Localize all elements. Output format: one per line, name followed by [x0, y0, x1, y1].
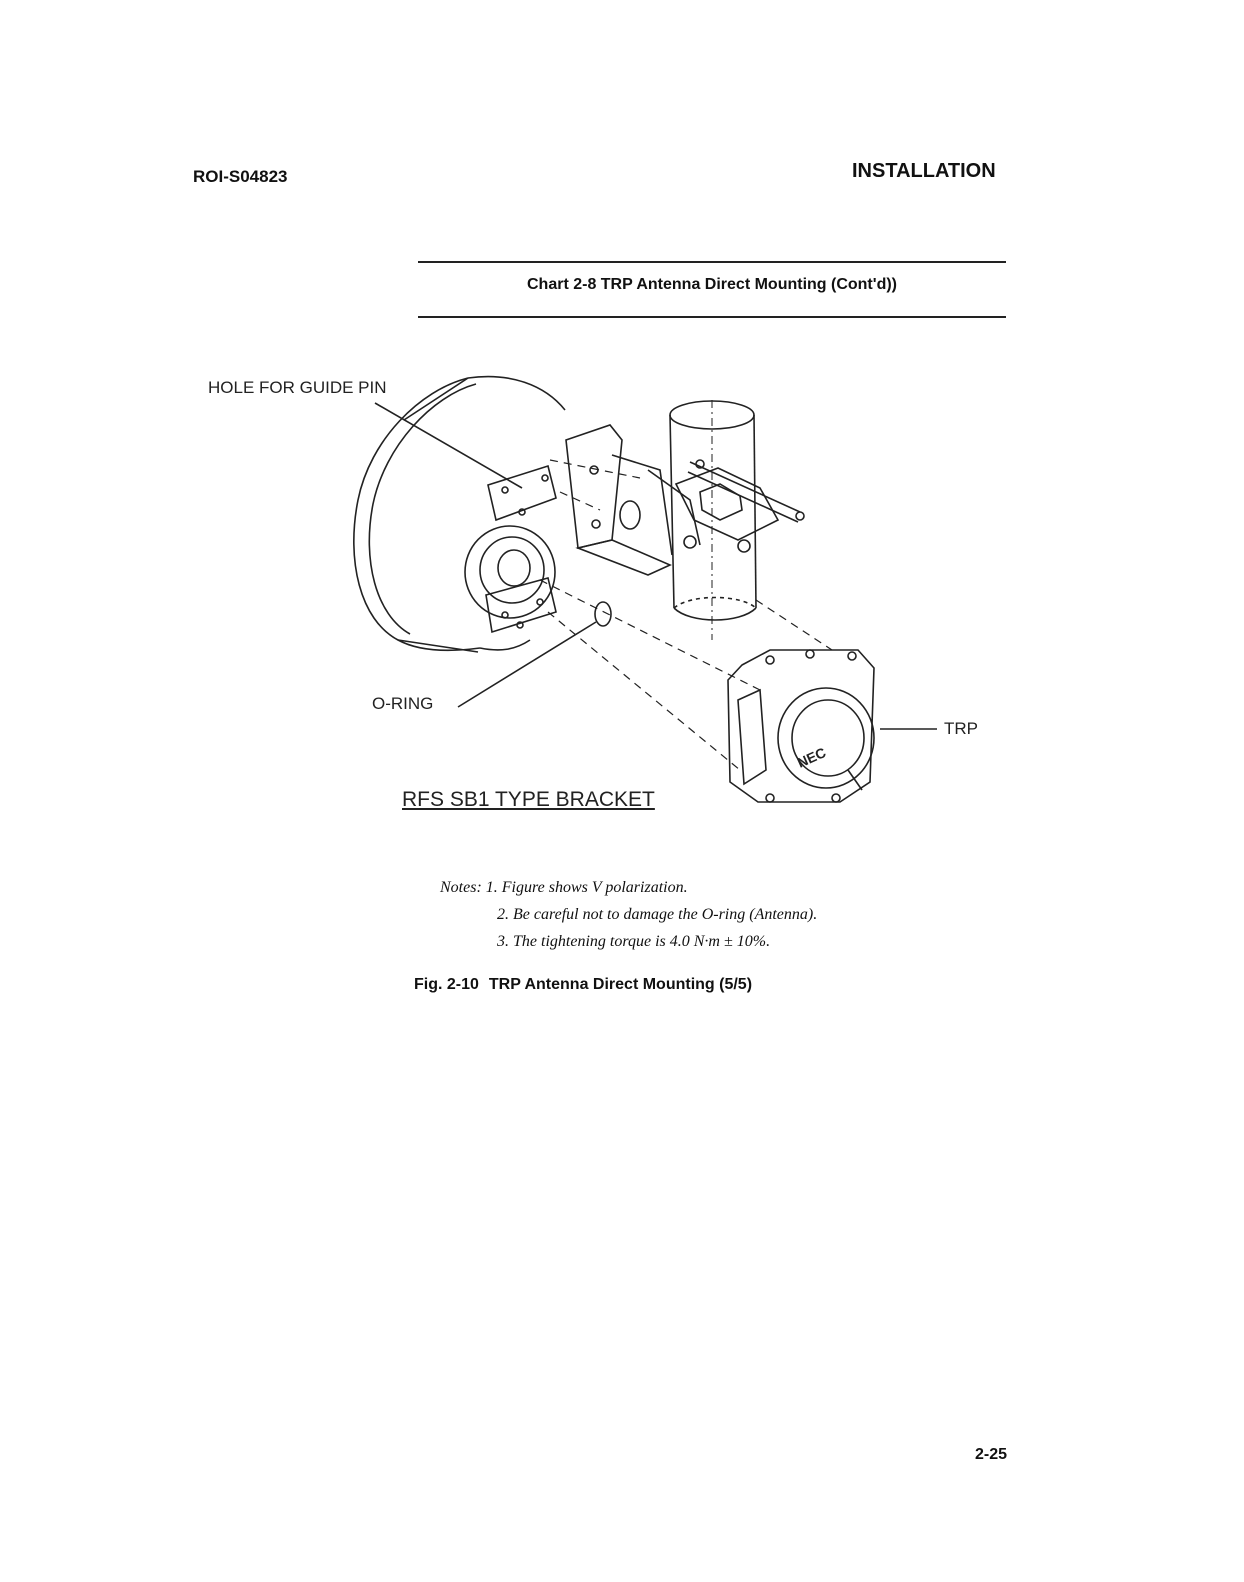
o-ring-part — [594, 601, 612, 627]
o-ring-label: O-RING — [372, 694, 434, 713]
notes-prefix: Notes: — [440, 879, 482, 896]
trp-unit — [727, 649, 875, 803]
note-3: 3. The tightening torque is 4.0 N·m ± 10… — [497, 933, 771, 950]
figure-title: TRP Antenna Direct Mounting (5/5) — [488, 976, 753, 993]
trp-brand-mark: NEC — [795, 744, 829, 771]
pole — [669, 400, 757, 640]
o-ring-leader — [457, 621, 597, 708]
bracket-type-label: RFS SB1 TYPE BRACKET — [402, 788, 655, 811]
hole-for-guide-pin-label: HOLE FOR GUIDE PIN — [208, 378, 387, 397]
figure-caption: Fig. 2-10 TRP Antenna Direct Mounting (5/… — [414, 976, 752, 994]
notes: Notes: 1. Figure shows V polarization. 2… — [440, 874, 817, 955]
page-number: 2-25 — [975, 1446, 1008, 1463]
chart-title: Chart 2-8 TRP Antenna Direct Mounting (C… — [526, 276, 897, 293]
top-rule — [418, 261, 1006, 263]
section-title: INSTALLATION — [852, 160, 996, 182]
note-1-row: Notes: 1. Figure shows V polarization. — [440, 874, 817, 901]
guide-pin-leader — [374, 402, 523, 489]
assembly-lines — [539, 459, 833, 771]
mounting-plate — [464, 464, 557, 634]
bracket — [565, 424, 701, 576]
document-id: ROI-S04823 — [193, 167, 288, 186]
antenna-dish — [353, 375, 566, 653]
pole-clamp — [674, 459, 805, 553]
trp-label: TRP — [944, 719, 978, 738]
note-1: 1. Figure shows V polarization. — [485, 879, 688, 896]
note-2: 2. Be careful not to damage the O-ring (… — [497, 906, 818, 923]
bottom-rule — [418, 316, 1006, 318]
figure-number: Fig. 2-10 — [414, 976, 479, 993]
